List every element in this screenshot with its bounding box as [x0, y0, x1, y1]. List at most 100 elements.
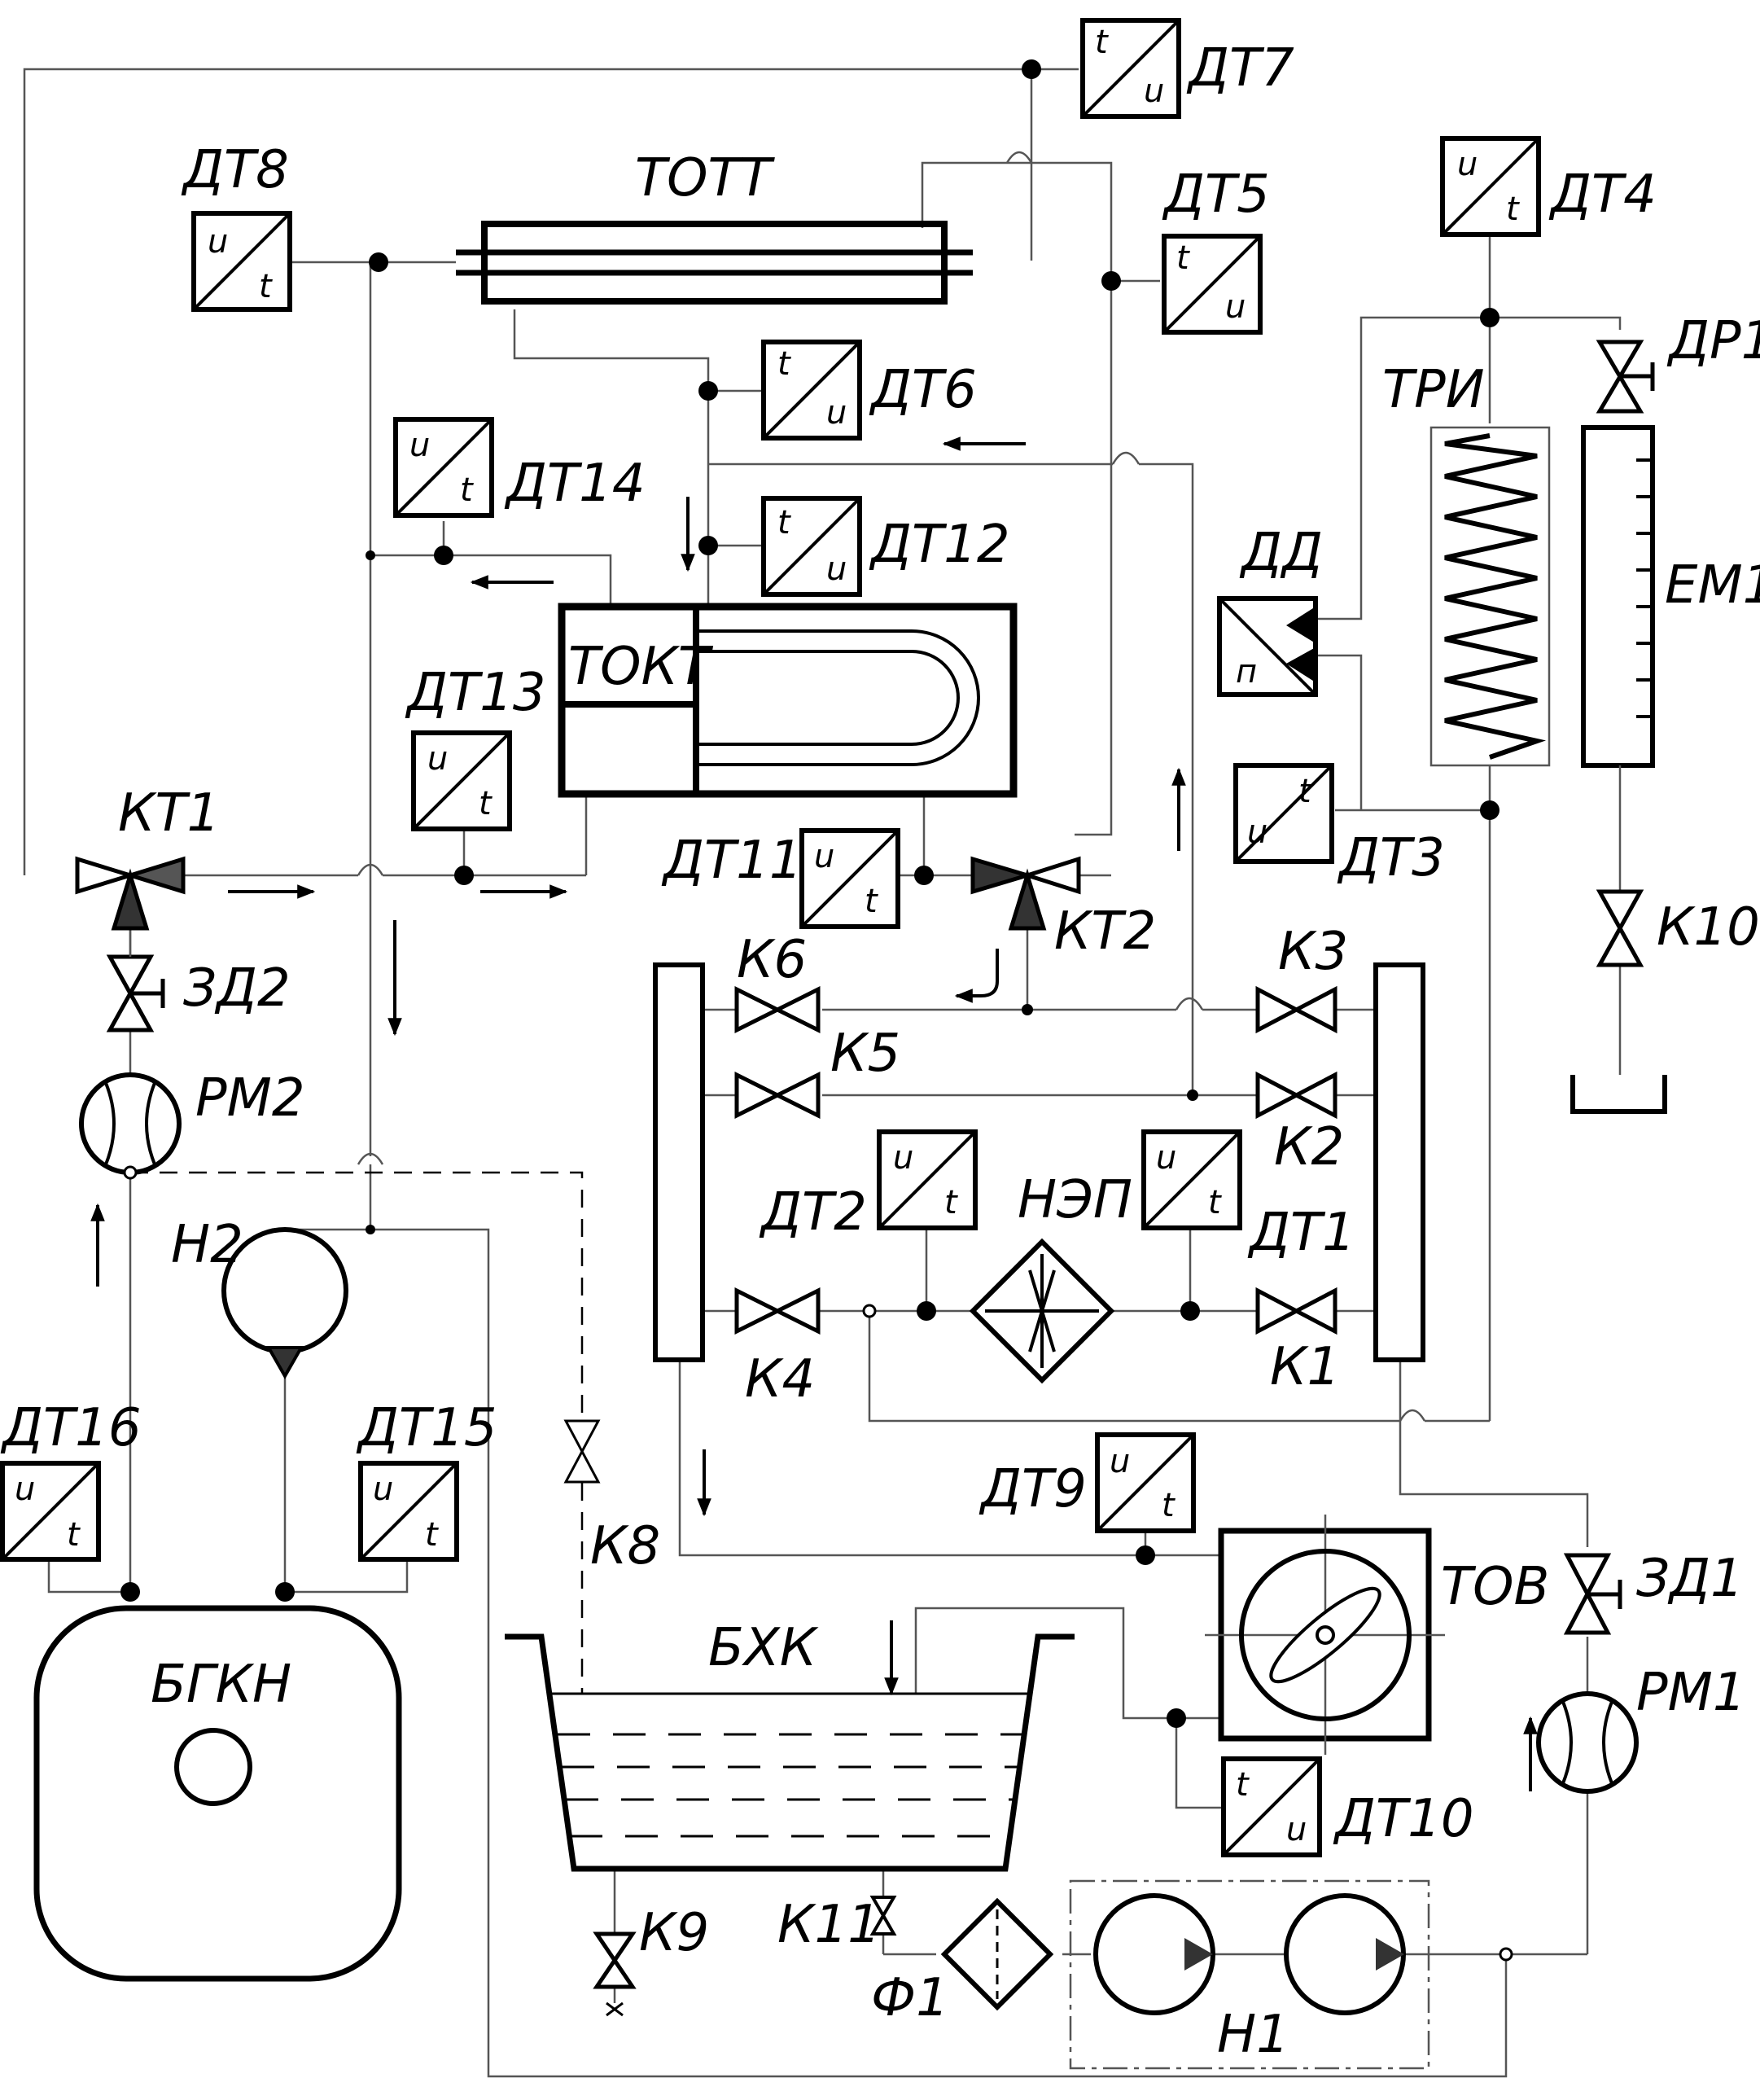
valve-k6: К6 — [734, 930, 821, 1034]
svg-text:t: t — [777, 345, 791, 383]
svg-text:t: t — [259, 268, 273, 305]
f1-label: Ф1 — [871, 1968, 949, 2028]
sensor-dt5: t u ДТ5 — [1162, 164, 1270, 335]
tokt-heat-exchanger: ТОКТ — [558, 603, 1018, 798]
valves: ДР1 К10 ЗД2 ЗД1 К8 К9 — [106, 311, 1760, 2017]
k4-label: К4 — [745, 1349, 815, 1409]
k6-label: К6 — [737, 930, 807, 990]
svg-text:t: t — [425, 1516, 439, 1554]
kt1-label: КТ1 — [118, 783, 220, 844]
svg-text:t: t — [479, 785, 493, 822]
tri-coil: ТРИ — [1382, 360, 1551, 767]
dt4-label: ДТ4 — [1548, 164, 1657, 225]
pump-h2: Н2 — [171, 1215, 348, 1380]
flow-meter-rm1: РМ1 — [1536, 1663, 1746, 1794]
valve-k4: К4 — [734, 1287, 821, 1409]
zd2-label: ЗД2 — [183, 958, 291, 1019]
svg-text:t: t — [1298, 773, 1312, 810]
dr1-label: ДР1 — [1666, 311, 1760, 371]
flow-meter-rm2: РМ2 — [79, 1068, 305, 1175]
valve-kt2: КТ2 — [970, 856, 1156, 962]
dt6-label: ДТ6 — [869, 360, 977, 420]
dt3-label: ДТ3 — [1337, 828, 1445, 888]
dd-label: ДД — [1239, 523, 1323, 583]
sensor-dt6: t u ДТ6 — [761, 340, 977, 441]
svg-text:t: t — [1162, 1487, 1176, 1524]
rm2-label: РМ2 — [195, 1068, 305, 1129]
kt2-label: КТ2 — [1054, 901, 1156, 962]
k9-label: К9 — [639, 1903, 709, 1963]
tott-heat-exchanger: ТОТТ — [456, 148, 973, 305]
dt1-label: ДТ1 — [1247, 1203, 1355, 1263]
sensor-dt10: t u ДТ10 — [1221, 1756, 1474, 1857]
dt12-label: ДТ12 — [869, 515, 1010, 575]
sensor-dt16: u t ДТ16 — [0, 1398, 142, 1562]
pump-group-h1: Н1 — [1069, 1879, 1430, 2070]
dt16-label: ДТ16 — [0, 1398, 142, 1458]
flow-arrows — [90, 436, 1538, 1791]
valve-kt1: КТ1 — [75, 783, 220, 931]
svg-text:u: u — [814, 838, 834, 875]
sensor-dt12: t u ДТ12 — [761, 496, 1010, 597]
em1-label: ЕМ1 — [1665, 555, 1760, 616]
svg-text:u: u — [373, 1471, 393, 1508]
nep-element: НЭП — [969, 1170, 1132, 1384]
svg-text:u: u — [1144, 72, 1164, 110]
k1-label: К1 — [1270, 1337, 1340, 1397]
k5-label: К5 — [830, 1024, 900, 1084]
svg-text:u: u — [826, 550, 847, 588]
sensor-dt7: t u ДТ7 — [1080, 18, 1294, 119]
sensor-dt9: u t ДТ9 — [979, 1432, 1196, 1533]
sensor-dt4: u t ДТ4 — [1440, 136, 1657, 237]
svg-text:u: u — [826, 394, 847, 432]
dt9-label: ДТ9 — [979, 1459, 1087, 1519]
svg-text:t: t — [944, 1184, 958, 1221]
rm1-label: РМ1 — [1636, 1663, 1746, 1723]
flow-meters: РМ2 РМ1 — [79, 1068, 1746, 1794]
dt13-label: ДТ13 — [405, 663, 546, 723]
svg-text:t: t — [865, 883, 878, 920]
bgkn-tank: БГКН — [33, 1605, 402, 1982]
svg-text:t: t — [1506, 191, 1520, 228]
open-junctions — [123, 1165, 1513, 1962]
svg-text:u: u — [1225, 288, 1246, 326]
bkh-label: БХК — [708, 1618, 819, 1678]
svg-text:u: u — [1286, 1811, 1307, 1848]
valve-k11: К11 — [777, 1895, 897, 1955]
svg-text:u: u — [1156, 1139, 1176, 1177]
svg-text:u: u — [893, 1139, 913, 1177]
three-way-valves: КТ1 КТ2 — [75, 783, 1156, 962]
k11-label: К11 — [777, 1895, 881, 1955]
dt14-label: ДТ14 — [504, 454, 646, 514]
valve-k3: К3 — [1255, 922, 1348, 1034]
svg-text:t: t — [1208, 1184, 1222, 1221]
k10-label: К10 — [1657, 897, 1760, 958]
dt10-label: ДТ10 — [1333, 1789, 1474, 1849]
svg-text:t: t — [1095, 24, 1109, 61]
valve-zd1: ЗД1 — [1563, 1549, 1744, 1635]
dt11-label: ДТ11 — [661, 831, 803, 891]
k3-label: К3 — [1278, 922, 1348, 982]
valve-k1: К1 — [1255, 1287, 1340, 1397]
em1-vessel: ЕМ1 — [1570, 425, 1760, 1114]
svg-text:t: t — [67, 1516, 81, 1554]
dt2-label: ДТ2 — [759, 1182, 867, 1243]
svg-text:u: u — [15, 1471, 35, 1508]
h1-label: Н1 — [1217, 2005, 1289, 2065]
dt7-label: ДТ7 — [1186, 38, 1294, 99]
filter-f1: Ф1 — [871, 1897, 1054, 2028]
tov-label: ТОВ — [1441, 1557, 1549, 1617]
svg-text:u: u — [208, 223, 228, 261]
sensor-dt3: u t ДТ3 — [1233, 763, 1445, 888]
k2-label: К2 — [1274, 1117, 1344, 1177]
sensor-dt11: u t ДТ11 — [661, 828, 900, 929]
nep-label: НЭП — [1018, 1170, 1132, 1230]
thin-piping — [23, 68, 1622, 2078]
svg-text:u: u — [427, 740, 448, 778]
manifolds — [653, 962, 1425, 1362]
tri-label: ТРИ — [1382, 360, 1485, 420]
sensor-dt1: u t ДТ1 — [1141, 1129, 1355, 1263]
svg-text:u: u — [1457, 146, 1478, 183]
bkh-bath: БХК — [505, 1618, 1075, 1872]
svg-text:u: u — [1110, 1443, 1130, 1480]
